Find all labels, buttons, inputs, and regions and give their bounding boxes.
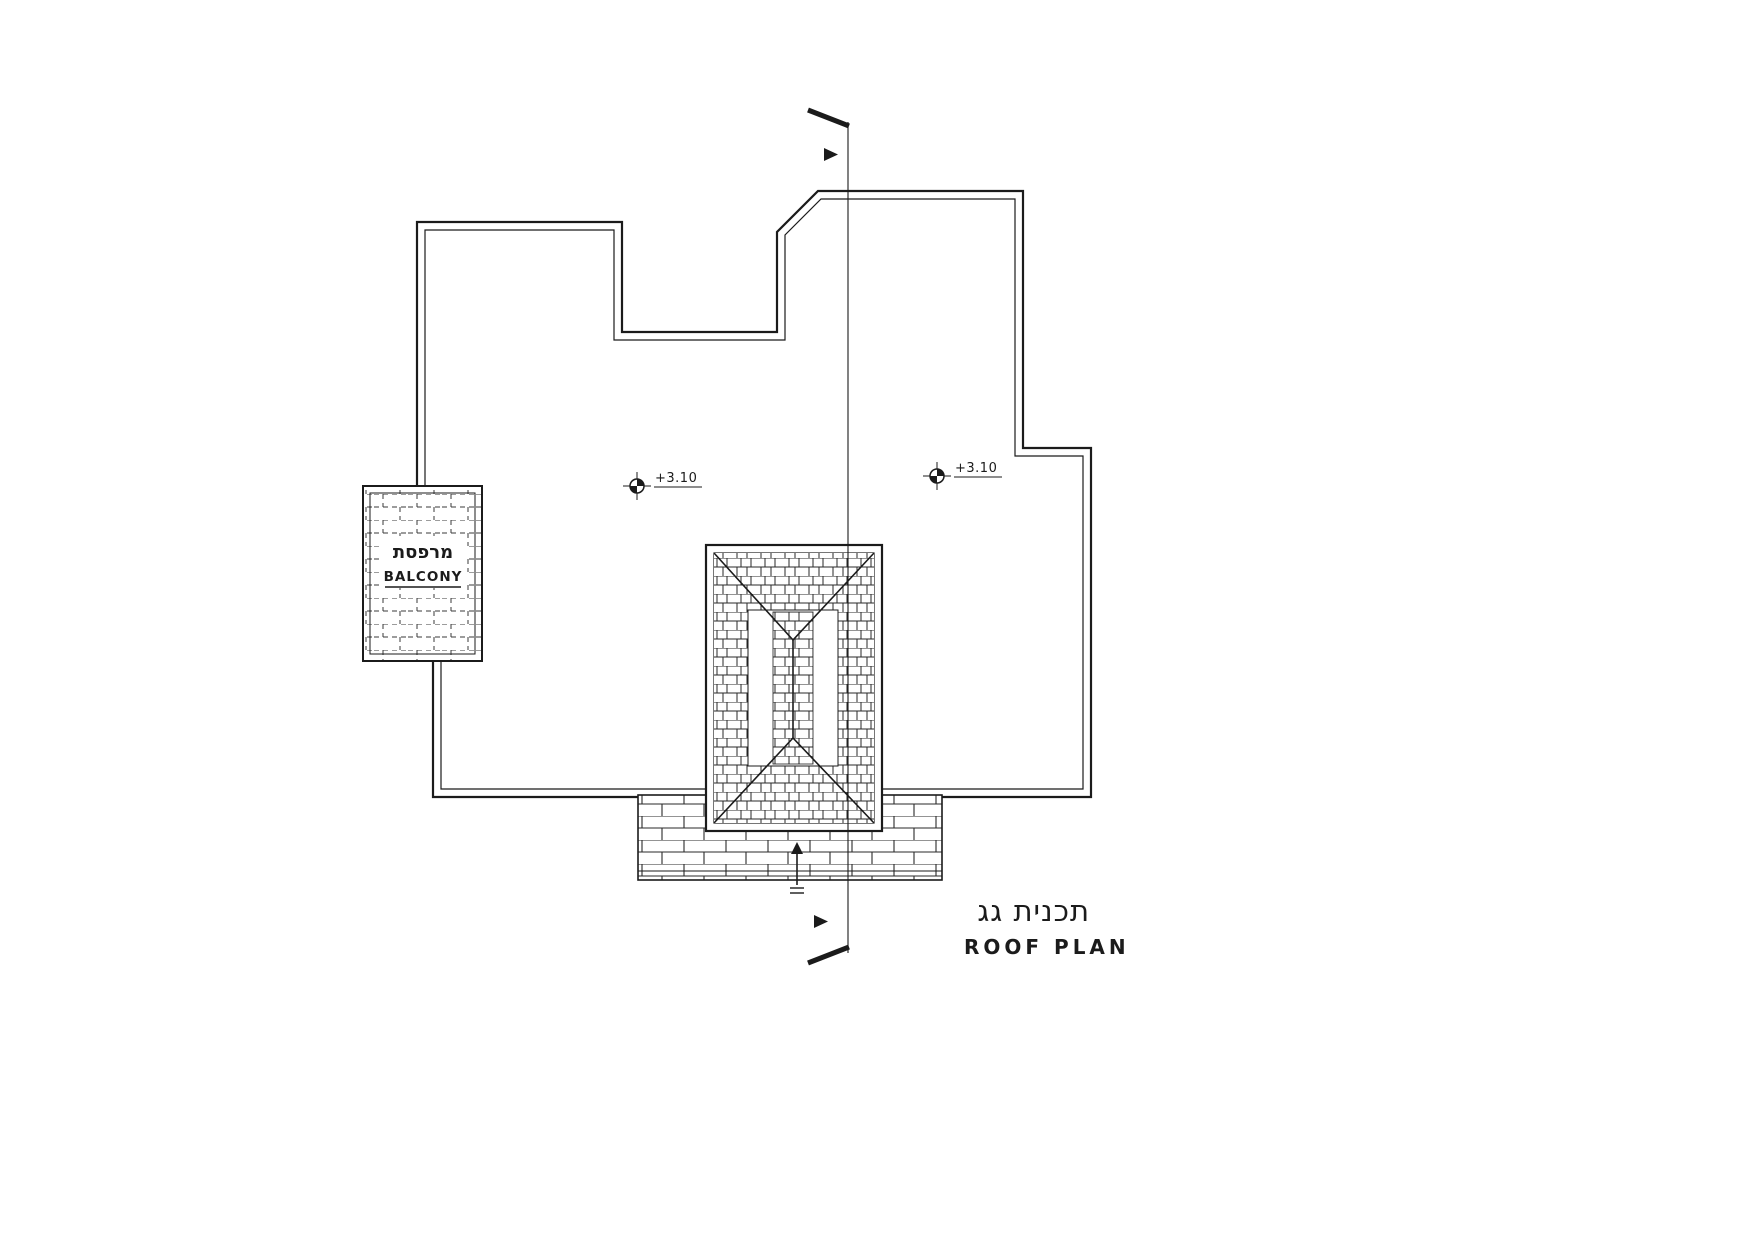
building-outline [415, 189, 1093, 799]
section-arrow-bottom [814, 915, 828, 928]
elevation-quadrant [930, 476, 937, 483]
roof-tile-ring [714, 553, 874, 823]
elevation-quadrant [637, 479, 644, 486]
elevation-value-right: +3.10 [955, 461, 997, 476]
drawing-title: תכנית גג ROOF PLAN [964, 894, 1130, 959]
roof-hip-lines [713, 552, 875, 824]
entry-arrow [790, 842, 804, 894]
balcony-inner-border [369, 492, 476, 655]
entry-arrowhead [791, 842, 803, 854]
section-line [807, 107, 850, 966]
building-outline-outer [415, 189, 1093, 799]
balcony-label-english: BALCONY [384, 569, 463, 585]
balcony-label-backing [381, 536, 465, 588]
balcony-label-hebrew: מרפסת [393, 542, 453, 563]
section-mark-top [807, 107, 850, 129]
elevation-marker-right: +3.10 [923, 461, 1002, 490]
balcony: מרפסת BALCONY [362, 485, 483, 662]
elevation-value-left: +3.10 [655, 471, 697, 486]
elevation-quadrant [630, 486, 637, 493]
central-hip-roof [704, 543, 884, 833]
section-arrow-top [824, 148, 838, 161]
elevation-marker-left: +3.10 [623, 471, 702, 500]
building-outline-inner [424, 198, 1084, 790]
elevation-quadrant [937, 469, 944, 476]
title-english: ROOF PLAN [964, 935, 1130, 959]
section-mark-bottom [807, 944, 850, 966]
title-hebrew: תכנית גג [977, 894, 1090, 928]
